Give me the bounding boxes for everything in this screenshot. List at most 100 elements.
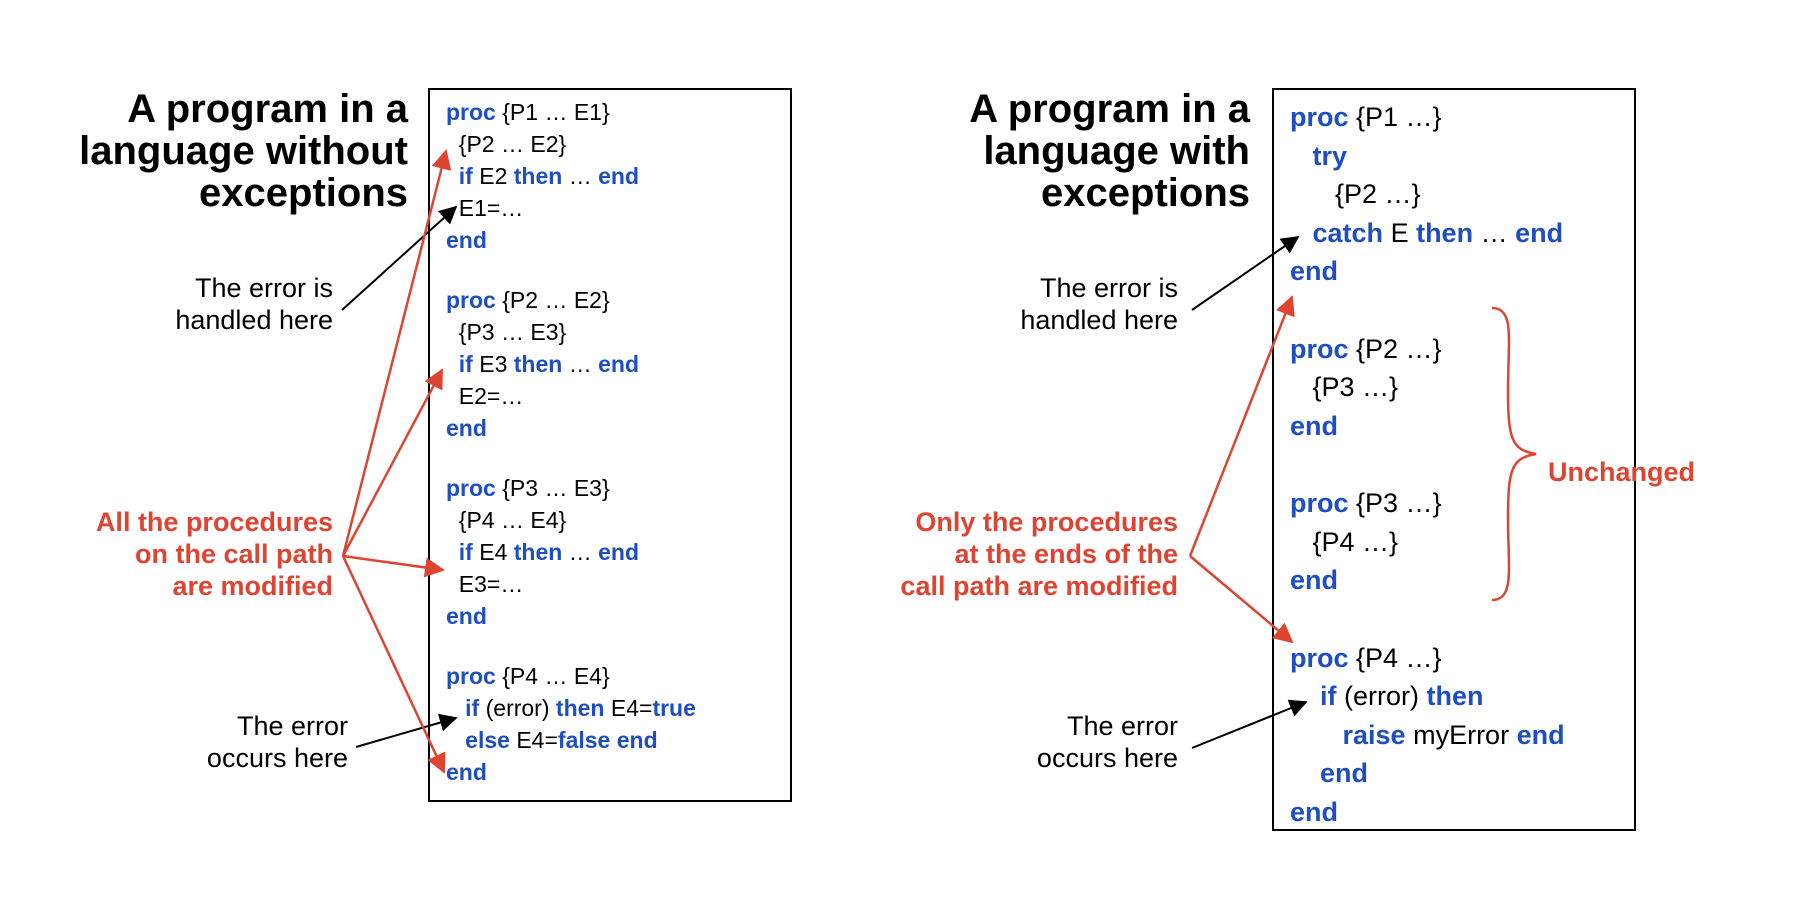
code-keyword: if (458, 351, 473, 377)
code-keyword: end (446, 603, 487, 629)
code-text: … (1473, 217, 1516, 248)
code-text: E4= (604, 695, 653, 721)
code-line: else E4=false end (446, 724, 658, 756)
code-line: raise myError end (1290, 716, 1565, 755)
right-occurs-arrow (1191, 699, 1308, 749)
left-modified-arrow-p2 (341, 368, 444, 557)
code-keyword: proc (446, 663, 496, 689)
code-text: {P3 … E3} (446, 319, 567, 345)
code-line: end (446, 412, 487, 444)
code-text: {P1 … E1} (495, 99, 610, 125)
code-text: {P2 …} (1290, 179, 1421, 209)
code-keyword: proc (1290, 102, 1349, 132)
left-modified-arrow-p3 (342, 554, 445, 578)
code-text: … (562, 163, 599, 189)
code-keyword: then (1416, 217, 1474, 248)
code-text: E (1383, 217, 1417, 248)
code-line: proc {P2 …} (1290, 330, 1442, 369)
code-keyword: then (513, 539, 563, 565)
code-keyword: proc (446, 287, 496, 313)
code-line: {P4 …} (1290, 523, 1399, 562)
code-keyword: end (1290, 256, 1339, 286)
right-code-box (1272, 88, 1636, 831)
code-keyword: end (1290, 796, 1339, 827)
code-keyword: end (598, 351, 639, 377)
code-text: {P2 … E2} (495, 287, 610, 313)
code-keyword: if (1320, 681, 1337, 711)
code-line: if (error) then E4=true (446, 692, 696, 724)
code-text: {P4 …} (1290, 526, 1399, 557)
right-modified-arrow-bottom (1189, 555, 1294, 644)
code-line: proc {P1 … E1} (446, 96, 610, 128)
left-occurs-note: The error occurs here (206, 711, 348, 773)
right-handled-note: The error is handled here (1020, 273, 1178, 335)
code-line: if E2 then … end (446, 160, 639, 192)
code-line: proc {P1 …} (1290, 98, 1442, 137)
code-keyword: then (513, 163, 563, 189)
code-line: catch E then … end (1290, 214, 1564, 253)
left-occurs-arrow (355, 713, 458, 748)
code-keyword: end (1290, 410, 1339, 441)
code-line: E2=… (446, 380, 524, 412)
code-text: E3=… (446, 571, 524, 597)
code-text: E4 (472, 539, 514, 565)
code-text: {P1 …} (1348, 102, 1442, 132)
right-modified-note: Only the procedures at the ends of the c… (900, 507, 1178, 601)
code-line: if E4 then … end (446, 536, 639, 568)
code-line: end (1290, 754, 1368, 793)
code-line: proc {P3 … E3} (446, 472, 610, 504)
right-occurs-note: The error occurs here (1036, 711, 1178, 773)
left-handled-note: The error is handled here (175, 273, 333, 335)
right-title: A program in a language with exceptions (969, 87, 1250, 215)
code-line: {P3 …} (1290, 368, 1399, 407)
code-keyword: catch (1312, 217, 1384, 248)
unchanged-label: Unchanged (1548, 457, 1696, 487)
code-keyword: end (446, 759, 487, 785)
code-line: end (1290, 252, 1338, 291)
code-keyword: else (465, 727, 510, 753)
code-keyword: then (1426, 681, 1484, 711)
code-keyword: proc (446, 99, 496, 125)
right-modified-arrow-top (1188, 295, 1295, 557)
code-line: end (446, 600, 487, 632)
code-keyword: false (557, 727, 611, 753)
code-text: {P4 … E4} (495, 663, 610, 689)
code-line: end (446, 224, 487, 256)
code-keyword: proc (1290, 642, 1349, 673)
code-text: … (562, 539, 599, 565)
code-keyword: end (598, 163, 639, 189)
code-keyword: proc (446, 475, 496, 501)
code-line: E1=… (446, 192, 524, 224)
code-keyword: then (513, 351, 563, 377)
code-line: {P2 …} (1290, 175, 1421, 214)
code-line: {P2 … E2} (446, 128, 566, 160)
code-keyword: end (1290, 565, 1339, 595)
code-text: {P3 …} (1290, 372, 1399, 402)
code-line: end (446, 756, 487, 788)
code-line: if E3 then … end (446, 348, 639, 380)
left-code-box (428, 88, 792, 802)
code-line: proc {P2 … E2} (446, 284, 610, 316)
code-line: if (error) then (1290, 677, 1484, 716)
code-line: {P4 … E4} (446, 504, 566, 536)
code-keyword: end (598, 539, 639, 565)
code-text: E4= (509, 727, 558, 753)
code-line: end (1290, 793, 1338, 832)
code-keyword: end (446, 227, 487, 253)
code-line: {P3 … E3} (446, 316, 566, 348)
code-line: proc {P3 …} (1290, 484, 1442, 523)
code-text: E2 (472, 163, 514, 189)
code-text: {P2 … E2} (446, 131, 567, 157)
code-text: myError (1405, 719, 1517, 750)
code-keyword: proc (1290, 488, 1349, 518)
code-text: E3 (472, 351, 514, 377)
code-text: (error) (1336, 681, 1427, 711)
code-keyword: end (616, 727, 658, 753)
code-text: E1=… (446, 195, 524, 221)
code-text: {P4 …} (1348, 642, 1442, 673)
code-line: end (1290, 561, 1338, 600)
right-handled-arrow (1191, 235, 1300, 311)
left-modified-arrow-p1 (341, 149, 452, 557)
